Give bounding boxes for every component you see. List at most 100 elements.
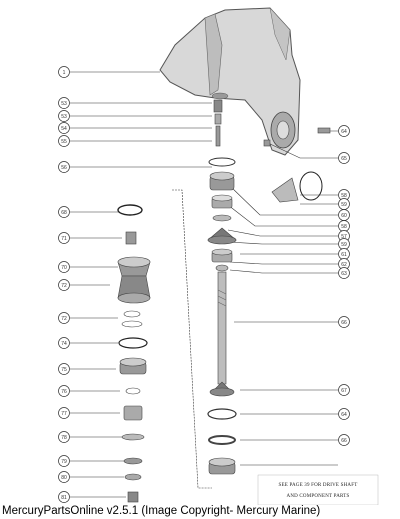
callout-right-60: 60	[338, 209, 350, 221]
callout-number: 61	[341, 252, 347, 258]
callout-left-80: 80	[58, 471, 70, 483]
callout-circle	[58, 135, 70, 147]
callout-number: 66	[341, 320, 347, 326]
callout-right-65: 65	[338, 152, 350, 164]
callout-circle	[58, 122, 70, 134]
callout-left-81: 81	[58, 491, 70, 503]
callout-number: 72	[61, 316, 67, 322]
callout-circle	[338, 434, 350, 446]
callout-number: 67	[341, 388, 347, 394]
callout-left-53: 53	[58, 97, 70, 109]
callout-number: 58	[341, 193, 347, 199]
callout-number: 75	[61, 367, 67, 373]
callout-left-72: 72	[58, 279, 70, 291]
gear-housing	[159, 7, 301, 156]
callout-circle	[58, 455, 70, 467]
callout-number: 62	[341, 262, 347, 268]
callout-circle	[58, 491, 70, 503]
callout-circle	[58, 431, 70, 443]
left-parts	[117, 204, 151, 503]
callout-circle	[58, 312, 70, 324]
callout-circle	[58, 110, 70, 122]
callout-left-70: 70	[58, 261, 70, 273]
callout-number: 78	[61, 435, 67, 441]
callout-number: 72	[61, 283, 67, 289]
center-parts	[207, 99, 237, 475]
callout-right-58: 58	[338, 220, 350, 232]
callout-left-53: 53	[58, 110, 70, 122]
callouts-left: 1 53 53 54 55 56 68 71 70 72 72 74 75 76 77 78 79 80 81	[58, 66, 70, 503]
callout-number: 71	[61, 236, 67, 242]
note-line-2: AND COMPONENT PARTS	[287, 494, 350, 499]
callout-number: 74	[61, 341, 67, 347]
callout-circle	[58, 206, 70, 218]
callout-circle	[338, 152, 350, 164]
callout-right-66: 66	[338, 316, 350, 328]
callout-right-64: 64	[338, 125, 350, 137]
callout-number: 80	[61, 475, 67, 481]
callout-circle	[58, 279, 70, 291]
callout-circle	[338, 267, 350, 279]
callout-left-78: 78	[58, 431, 70, 443]
callout-circle	[58, 261, 70, 273]
callout-right-66: 66	[338, 434, 350, 446]
callout-number: 65	[341, 156, 347, 162]
callout-right-59: 59	[338, 198, 350, 210]
callout-number: 57	[341, 234, 347, 240]
callout-circle	[338, 408, 350, 420]
callout-number: 66	[341, 438, 347, 444]
callout-left-56: 56	[58, 161, 70, 173]
callout-number: 58	[341, 224, 347, 230]
note-box: SEE PAGE 39 FOR DRIVE SHAFT AND COMPONEN…	[257, 474, 379, 505]
callout-circle	[58, 161, 70, 173]
callout-circle	[338, 125, 350, 137]
callout-circle	[58, 97, 70, 109]
callout-left-55: 55	[58, 135, 70, 147]
callout-left-75: 75	[58, 363, 70, 375]
callout-right-67: 67	[338, 384, 350, 396]
right-parts	[263, 127, 331, 203]
callout-number: 64	[341, 129, 347, 135]
callout-number: 1	[63, 70, 66, 76]
callout-number: 79	[61, 459, 67, 465]
callout-number: 76	[61, 389, 67, 395]
callout-number: 55	[61, 139, 67, 145]
callout-number: 77	[61, 411, 67, 417]
callout-circle	[338, 384, 350, 396]
callout-circle	[58, 407, 70, 419]
callout-number: 64	[341, 412, 347, 418]
callout-circle	[58, 232, 70, 244]
callout-left-79: 79	[58, 455, 70, 467]
callout-circle	[338, 316, 350, 328]
callout-left-1: 1	[58, 66, 70, 78]
callout-number: 60	[341, 213, 347, 219]
callout-number: 68	[61, 210, 67, 216]
callout-circle	[58, 66, 70, 78]
callout-left-77: 77	[58, 407, 70, 419]
callout-circle	[58, 337, 70, 349]
callout-number: 54	[61, 126, 67, 132]
callout-number: 53	[61, 101, 67, 107]
callout-left-68: 68	[58, 206, 70, 218]
callout-left-71: 71	[58, 232, 70, 244]
callout-left-76: 76	[58, 385, 70, 397]
callout-right-59: 59	[338, 238, 350, 250]
callout-number: 53	[61, 114, 67, 120]
callout-right-63: 63	[338, 267, 350, 279]
callout-circle	[58, 363, 70, 375]
callout-right-64: 64	[338, 408, 350, 420]
callout-left-74: 74	[58, 337, 70, 349]
callout-number: 70	[61, 265, 67, 271]
callout-left-72: 72	[58, 312, 70, 324]
callout-right-61: 61	[338, 248, 350, 260]
leader-lines	[70, 71, 338, 498]
callout-number: 56	[61, 165, 67, 171]
callout-left-54: 54	[58, 122, 70, 134]
callout-number: 59	[341, 202, 347, 208]
callout-circle	[58, 471, 70, 483]
exploded-parts-diagram: SEE PAGE 39 FOR DRIVE SHAFT AND COMPONEN…	[58, 7, 379, 505]
callout-number: 81	[61, 495, 67, 501]
callout-number: 63	[341, 271, 347, 277]
callout-circle	[58, 385, 70, 397]
